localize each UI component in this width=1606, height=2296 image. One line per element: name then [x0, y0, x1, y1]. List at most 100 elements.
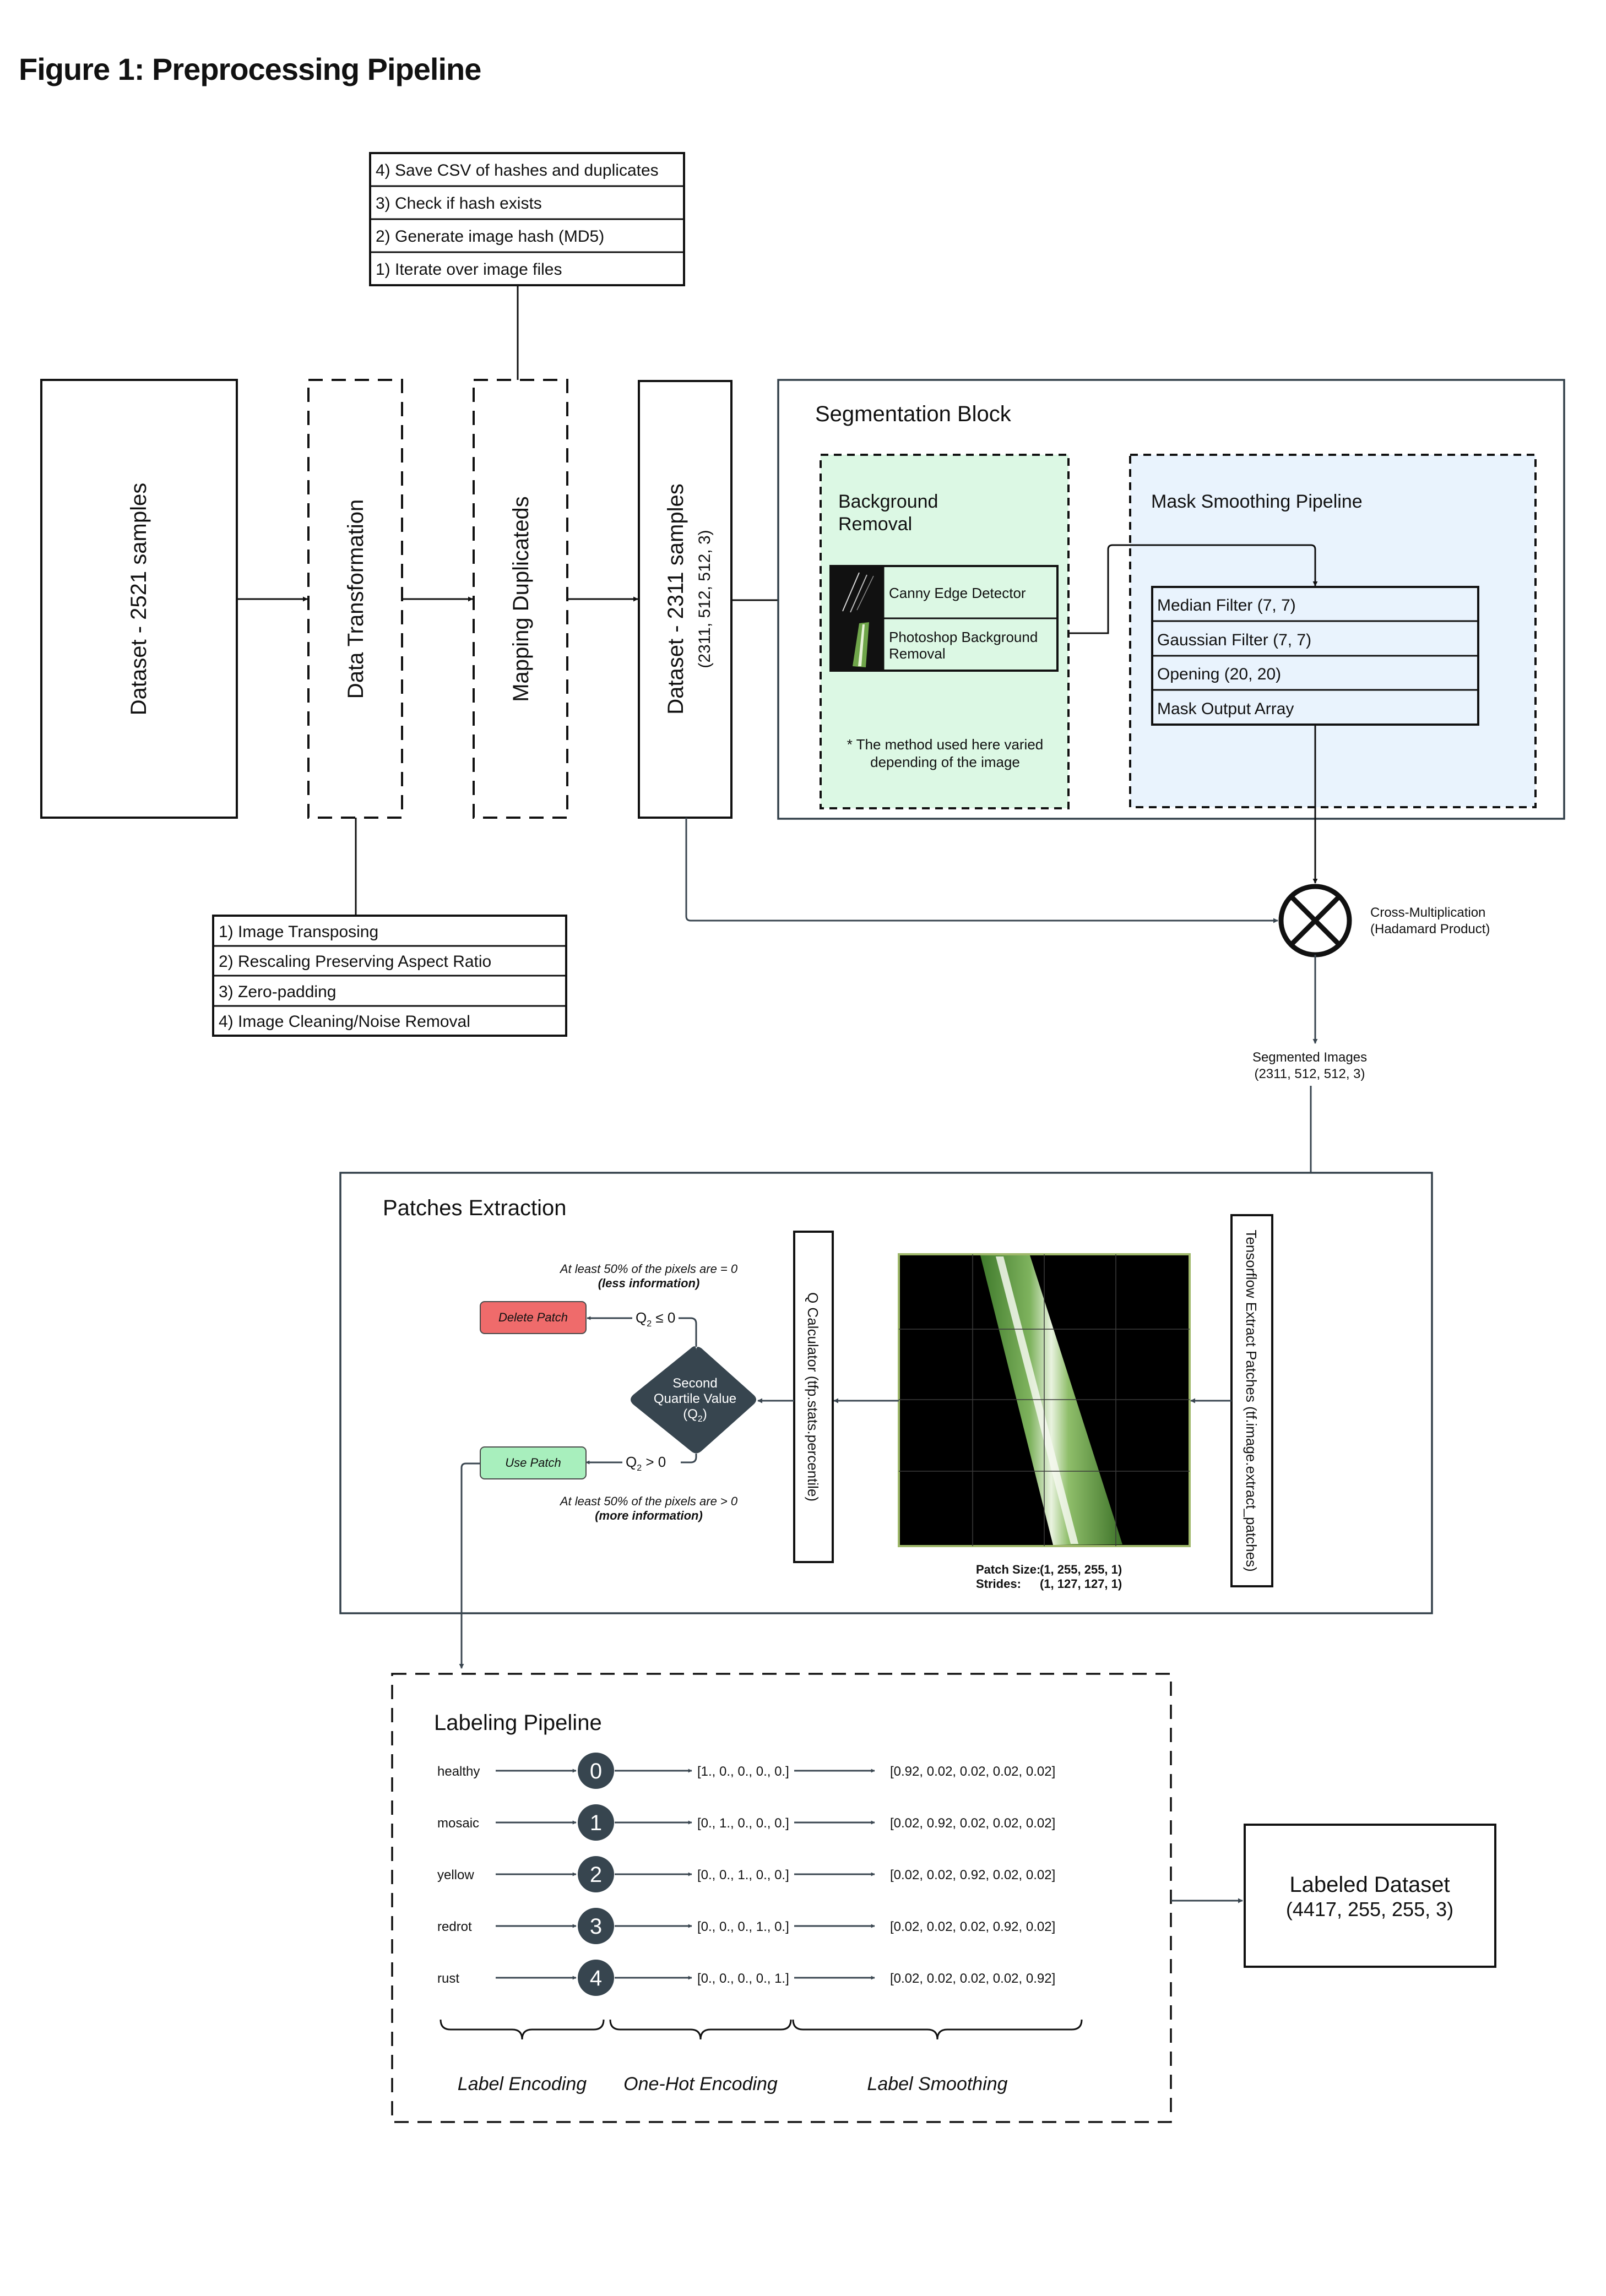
background-note-1: * The method used here varied [847, 736, 1044, 753]
cross-mult-label-1: Cross-Multiplication [1370, 905, 1485, 920]
onehot-vector: [0., 0., 0., 0., 1.] [697, 1971, 789, 1986]
label-smoothing-text: Label Smoothing [867, 2074, 1007, 2094]
labeling-title: Labeling Pipeline [434, 1711, 602, 1735]
canny-edge-label: Canny Edge Detector [889, 585, 1026, 601]
background-removal-title-1: Background [838, 491, 938, 512]
mask-step-4: Mask Output Array [1157, 700, 1294, 718]
transform-step-4: 4) Image Cleaning/Noise Removal [219, 1013, 470, 1031]
q-gt-zero-label: Q2 > 0 [626, 1454, 666, 1473]
hash-step-4: 4) Save CSV of hashes and duplicates [376, 161, 659, 179]
patches-title: Patches Extraction [383, 1196, 567, 1220]
segmentation-title: Segmentation Block [815, 402, 1012, 426]
diamond-text-1: Second [672, 1376, 717, 1391]
one-hot-encoding-text: One-Hot Encoding [623, 2074, 778, 2094]
photoshop-label-1: Photoshop Background [889, 629, 1038, 645]
dataset-2311-box: Dataset - 2311 samples (2311, 512, 512, … [638, 380, 733, 819]
segmentation-block: Segmentation Block Background Removal Ca… [777, 379, 1565, 820]
canny-thumbnail [831, 566, 883, 618]
second-quartile-decision: Second Quartile Value (Q2) [631, 1346, 756, 1454]
dataset-2521-label: Dataset - 2521 samples [127, 483, 151, 715]
onehot-vector: [1., 0., 0., 0., 0.] [697, 1764, 789, 1779]
label-name: redrot [437, 1919, 472, 1934]
smoothed-vector: [0.02, 0.02, 0.02, 0.02, 0.92] [890, 1971, 1055, 1986]
dataset-2311-shape: (2311, 512, 512, 3) [696, 530, 714, 668]
more-info-line-1: At least 50% of the pixels are > 0 [559, 1494, 738, 1508]
smoothed-vector: [0.02, 0.92, 0.02, 0.02, 0.02] [890, 1816, 1055, 1831]
data-transformation-label: Data Transformation [344, 499, 368, 699]
dataset-2521-box: Dataset - 2521 samples [40, 379, 238, 819]
data-transformation-box: Data Transformation [307, 379, 403, 819]
transform-steps-table: 1) Image Transposing 2) Rescaling Preser… [212, 915, 567, 1037]
delete-patch-label: Delete Patch [498, 1310, 568, 1324]
labeled-dataset-box: Labeled Dataset (4417, 255, 255, 3) [1244, 1824, 1496, 1968]
mask-step-2: Gaussian Filter (7, 7) [1157, 631, 1311, 649]
segmented-label-1: Segmented Images [1252, 1050, 1367, 1065]
onehot-vector: [0., 0., 0., 1., 0.] [697, 1919, 789, 1934]
less-info-line-2: (less information) [598, 1276, 700, 1290]
transform-step-2: 2) Rescaling Preserving Aspect Ratio [219, 953, 491, 971]
hash-step-1: 1) Iterate over image files [376, 260, 562, 279]
strides-value: (1, 127, 127, 1) [1040, 1577, 1122, 1591]
label-name: healthy [437, 1764, 480, 1779]
labeled-dataset-label-2: (4417, 255, 255, 3) [1286, 1898, 1453, 1920]
smoothed-vector: [0.02, 0.02, 0.02, 0.92, 0.02] [890, 1919, 1055, 1934]
transform-step-3: 3) Zero-padding [219, 983, 336, 1001]
delete-patch-button [480, 1301, 587, 1334]
mask-steps-table: Median Filter (7, 7) Gaussian Filter (7,… [1151, 586, 1479, 726]
background-methods-table: Canny Edge Detector Photoshop Background… [829, 565, 1059, 672]
more-info-line-2: (more information) [595, 1509, 703, 1522]
photoshop-label-2: Removal [889, 645, 946, 662]
label-index-circle [578, 1753, 614, 1789]
onehot-vector: [0., 1., 0., 0., 0.] [697, 1816, 789, 1831]
mapping-duplicates-label: Mapping Duplicateds [509, 496, 533, 702]
hash-steps-table: 4) Save CSV of hashes and duplicates 3) … [369, 152, 685, 286]
mask-step-3: Opening (20, 20) [1157, 665, 1281, 683]
q-le-zero-label: Q2 ≤ 0 [636, 1309, 675, 1329]
mask-smoothing-title: Mask Smoothing Pipeline [1151, 491, 1363, 512]
diamond-text-3: (Q2) [683, 1407, 707, 1424]
figure-title: Figure 1: Preprocessing Pipeline [19, 52, 481, 86]
label-name: rust [437, 1971, 459, 1986]
dataset-2311-label: Dataset - 2311 samples [664, 483, 688, 714]
label-index-circle [578, 1804, 614, 1841]
smoothed-vector: [0.92, 0.02, 0.02, 0.02, 0.02] [890, 1764, 1055, 1779]
smoothed-vector: [0.02, 0.02, 0.92, 0.02, 0.02] [890, 1868, 1055, 1882]
less-info-line-1: At least 50% of the pixels are = 0 [559, 1262, 738, 1276]
patch-size-value: (1, 255, 255, 1) [1040, 1563, 1122, 1576]
q-calculator-box [793, 1231, 834, 1563]
label-index-circle [578, 1960, 614, 1996]
hash-step-3: 3) Check if hash exists [376, 194, 542, 213]
mapping-duplicates-box: Mapping Duplicateds [473, 379, 568, 819]
label-index: 4 [590, 1966, 602, 1990]
label-name: yellow [437, 1868, 474, 1882]
label-encoding-text: Label Encoding [458, 2074, 587, 2094]
strides-label: Strides: [976, 1577, 1021, 1591]
hadamard-product-node [1278, 884, 1352, 957]
segmented-label-2: (2311, 512, 512, 3) [1254, 1067, 1365, 1081]
transform-step-1: 1) Image Transposing [219, 923, 378, 941]
mask-step-1: Median Filter (7, 7) [1157, 596, 1296, 614]
label-index-circle [578, 1908, 614, 1944]
label-smoothing-brace [792, 2019, 1083, 2040]
label-index: 0 [590, 1759, 602, 1783]
background-note-2: depending of the image [870, 754, 1020, 770]
label-index: 1 [590, 1811, 602, 1835]
one-hot-encoding-brace [609, 2019, 792, 2040]
labeling-pipeline-block: Labeling Pipeline healthy 0 [1., 0., 0., 0… [391, 1673, 1172, 2123]
diamond-text-2: Quartile Value [654, 1391, 736, 1406]
hash-step-2: 2) Generate image hash (MD5) [376, 227, 604, 246]
labeled-dataset-label-1: Labeled Dataset [1289, 1873, 1450, 1897]
patch-size-label: Patch Size: [976, 1563, 1040, 1576]
background-removal-title-2: Removal [838, 514, 912, 535]
q-calculator-label: Q Calculator (tfp.stats.percentile) [805, 1292, 821, 1501]
label-rows: healthy 0 [1., 0., 0., 0., 0.] [0.92, 0.02,… [437, 1753, 1055, 1996]
label-index: 2 [590, 1863, 602, 1887]
label-encoding-brace [440, 2019, 605, 2040]
cross-mult-label-2: (Hadamard Product) [1370, 922, 1490, 937]
onehot-vector: [0., 0., 1., 0., 0.] [697, 1868, 789, 1882]
label-name: mosaic [437, 1816, 479, 1831]
tensorflow-extract-label: Tensorflow Extract Patches (tf.image.ext… [1243, 1229, 1260, 1571]
patches-extraction-block: Patches Extraction Tensorflow Extract Pa… [339, 1172, 1433, 1614]
use-patch-label: Use Patch [505, 1456, 561, 1470]
